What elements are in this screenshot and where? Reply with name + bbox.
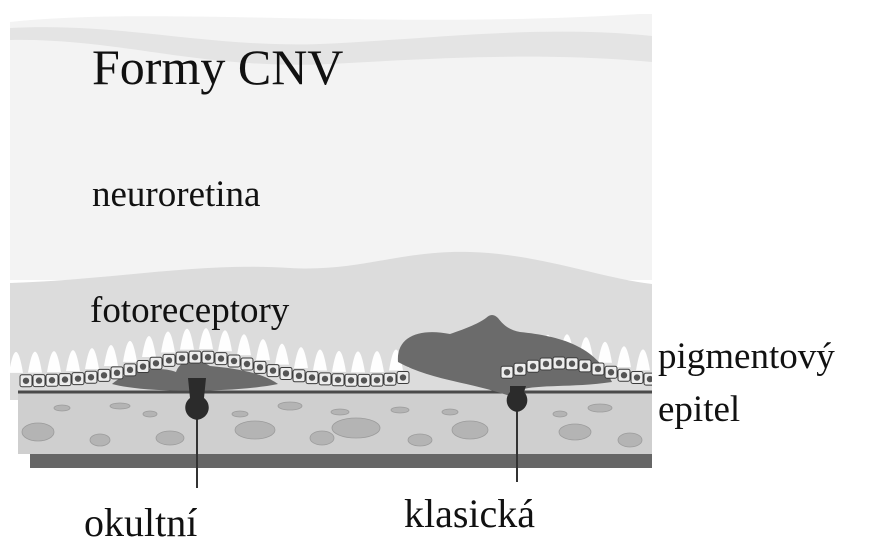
rpe-cell-nucleus (309, 374, 315, 380)
rpe-cell-nucleus (530, 363, 536, 369)
rpe-cell-nucleus (75, 375, 81, 381)
rpe-cell-nucleus (582, 363, 588, 369)
pigment-epithelium-label-line1: pigmentový (658, 338, 835, 375)
base-band (30, 454, 652, 468)
rpe-cell-nucleus (257, 364, 263, 370)
rpe-cell-nucleus (23, 378, 29, 384)
rpe-cell-nucleus (114, 370, 120, 376)
rpe-cell-nucleus (296, 373, 302, 379)
choroid-vessel (232, 411, 248, 417)
rpe-cell-nucleus (166, 357, 172, 363)
choroid-vessel (452, 421, 488, 439)
rpe-cell-nucleus (244, 361, 250, 367)
choroid-vessel (310, 431, 334, 445)
rpe-cell-nucleus (569, 361, 575, 367)
choroid-vessel (110, 403, 130, 409)
rpe-cell-nucleus (595, 366, 601, 372)
classic-label: klasická (404, 494, 535, 534)
rpe-cell-nucleus (322, 376, 328, 382)
rpe-cell-nucleus (543, 361, 549, 367)
choroid-vessel (156, 431, 184, 445)
rpe-cell-nucleus (374, 377, 380, 383)
choroid-vessel (235, 421, 275, 439)
choroid-vessel (408, 434, 432, 446)
choroid-vessel (442, 409, 458, 415)
rpe-cell-nucleus (647, 376, 653, 382)
rpe-cell-nucleus (634, 374, 640, 380)
choroid-vessel (332, 418, 380, 438)
rpe-cell-nucleus (283, 370, 289, 376)
rpe-cell-nucleus (270, 367, 276, 373)
occult-label: okultní (84, 503, 197, 543)
rpe-cell-nucleus (140, 363, 146, 369)
rpe-cell-nucleus (49, 377, 55, 383)
rpe-cell-nucleus (36, 377, 42, 383)
neuroretina-label: neuroretina (92, 176, 260, 213)
rpe-cell-nucleus (153, 360, 159, 366)
rpe-cell-nucleus (88, 374, 94, 380)
rpe-cell-nucleus (335, 377, 341, 383)
rpe-cell-nucleus (517, 366, 523, 372)
rpe-cell-nucleus (608, 369, 614, 375)
rpe-cell-nucleus (62, 376, 68, 382)
rpe-cell-nucleus (205, 354, 211, 360)
rpe-cell-nucleus (556, 360, 562, 366)
choroid-vessel (553, 411, 567, 417)
rpe-cell-nucleus (361, 377, 367, 383)
rpe-cell-nucleus (192, 354, 198, 360)
choroid-vessel (588, 404, 612, 412)
rpe-cell-nucleus (621, 372, 627, 378)
rpe-cell-nucleus (179, 355, 185, 361)
rpe-cell-nucleus (387, 376, 393, 382)
rpe-cell-nucleus (400, 374, 406, 380)
choroid-vessel (22, 423, 54, 441)
rpe-cell-nucleus (218, 355, 224, 361)
pigment-epithelium-label-line2: epitel (658, 391, 740, 428)
choroid-vessel (278, 402, 302, 410)
choroid-vessel (143, 411, 157, 417)
rpe-cell-nucleus (127, 367, 133, 373)
choroid-vessel (331, 409, 349, 415)
rpe-cell-nucleus (231, 358, 237, 364)
choroid-vessel (90, 434, 110, 446)
choroid-vessel (54, 405, 70, 411)
rpe-cell-nucleus (348, 377, 354, 383)
choroid-vessel (391, 407, 409, 413)
rpe-cell-nucleus (101, 372, 107, 378)
photoreceptors-label: fotoreceptory (90, 292, 289, 329)
diagram-title: Formy CNV (92, 42, 343, 92)
rpe-cell-nucleus (504, 369, 510, 375)
choroid-vessel (559, 424, 591, 440)
choroid-vessel (618, 433, 642, 447)
